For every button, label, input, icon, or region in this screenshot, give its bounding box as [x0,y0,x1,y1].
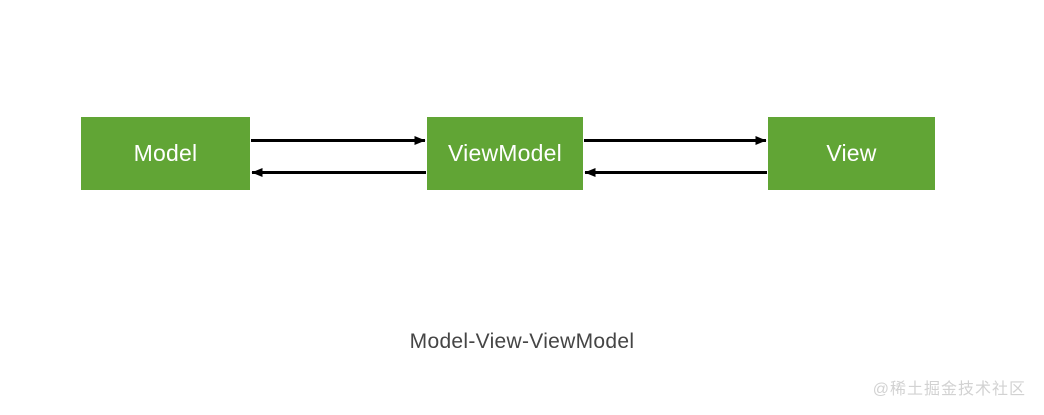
node-view[interactable]: View [768,117,935,190]
node-viewmodel-label: ViewModel [448,140,562,166]
node-viewmodel[interactable]: ViewModel [427,117,583,190]
node-model-label: Model [133,140,198,166]
diagram-caption: Model-View-ViewModel [409,330,635,353]
node-view-label: View [826,140,877,166]
node-model[interactable]: Model [81,117,250,190]
watermark: @稀土掘金技术社区 [872,381,1026,398]
